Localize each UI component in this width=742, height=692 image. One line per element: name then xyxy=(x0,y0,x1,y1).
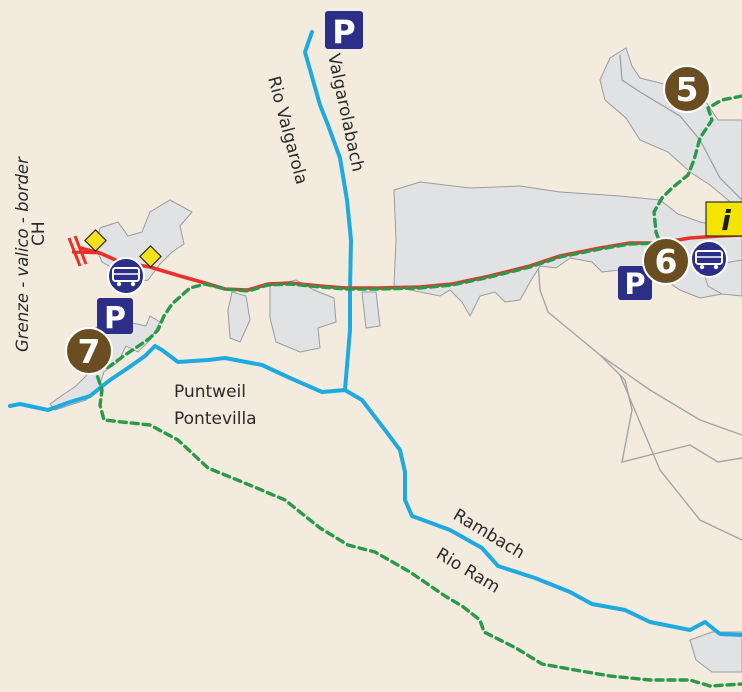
border-diamond-left-icon xyxy=(84,229,107,252)
parking-east: P xyxy=(618,266,652,301)
stop-marker-7: 7 xyxy=(65,327,113,375)
parking-label: P xyxy=(104,301,126,336)
settlement-southeast xyxy=(689,631,742,673)
parking-label: P xyxy=(332,13,355,51)
label-puntweil: Puntweil xyxy=(174,382,246,402)
parking-icon xyxy=(618,266,652,300)
rivers xyxy=(8,30,742,637)
river-rambach xyxy=(8,344,742,637)
border-diamonds xyxy=(84,229,162,268)
hiking-trail xyxy=(94,94,742,688)
parking-icon xyxy=(97,298,133,334)
settlement-small-3 xyxy=(361,291,381,329)
label-pontevilla: Pontevilla xyxy=(174,409,257,429)
info-icon xyxy=(705,201,742,237)
parking-north: P xyxy=(325,11,363,51)
label-ch: CH xyxy=(29,221,49,246)
parking-west: P xyxy=(97,298,133,336)
settlement-small-1 xyxy=(227,291,251,343)
stop-number: 7 xyxy=(78,332,101,371)
stop-number: 5 xyxy=(676,70,699,109)
info-label: i xyxy=(721,204,731,237)
border-crossing-icon xyxy=(67,235,101,267)
stop-marker-6: 6 xyxy=(642,237,690,285)
info-marker: i xyxy=(705,201,742,237)
river-valgarolabach xyxy=(303,30,353,392)
label-border: Grenze - valico - border xyxy=(13,156,32,352)
border-diamond-right-icon xyxy=(139,245,162,268)
parking-icon xyxy=(325,11,363,49)
settlement-small-2 xyxy=(269,279,337,353)
bus-stop-west xyxy=(107,257,145,295)
parking-label: P xyxy=(624,267,645,301)
north-settlement-stream xyxy=(619,54,742,201)
stop-number: 6 xyxy=(655,242,678,281)
bus-stop-east xyxy=(690,240,728,278)
stop-marker-5: 5 xyxy=(663,65,711,113)
